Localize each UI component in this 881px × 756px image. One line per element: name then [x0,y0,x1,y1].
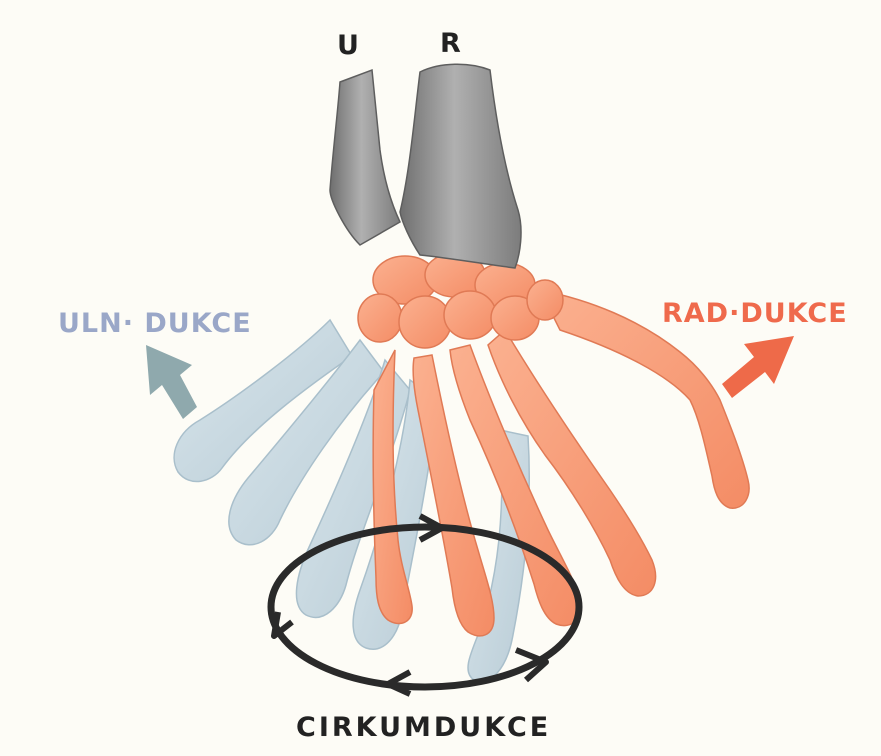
carpal-8 [527,280,563,320]
ulna-bone [330,70,400,245]
ulnar-deviation-label: ULN· DUKCE [58,308,252,339]
carpal-5 [399,296,451,348]
radius-bone [400,64,521,268]
ring-arrowhead-left [274,612,292,636]
arrow-up-right-icon [722,336,794,398]
forearm-bones [330,64,521,268]
ulna-label: U [337,30,360,61]
circumduction-label: CIRKUMDUKCE [296,712,551,743]
radius-label: R [440,28,461,59]
carpal-4 [358,294,402,342]
radial-deviation-label: RAD·DUKCE [662,298,848,329]
carpal-6 [444,291,496,339]
arrow-up-left-icon [146,345,197,419]
